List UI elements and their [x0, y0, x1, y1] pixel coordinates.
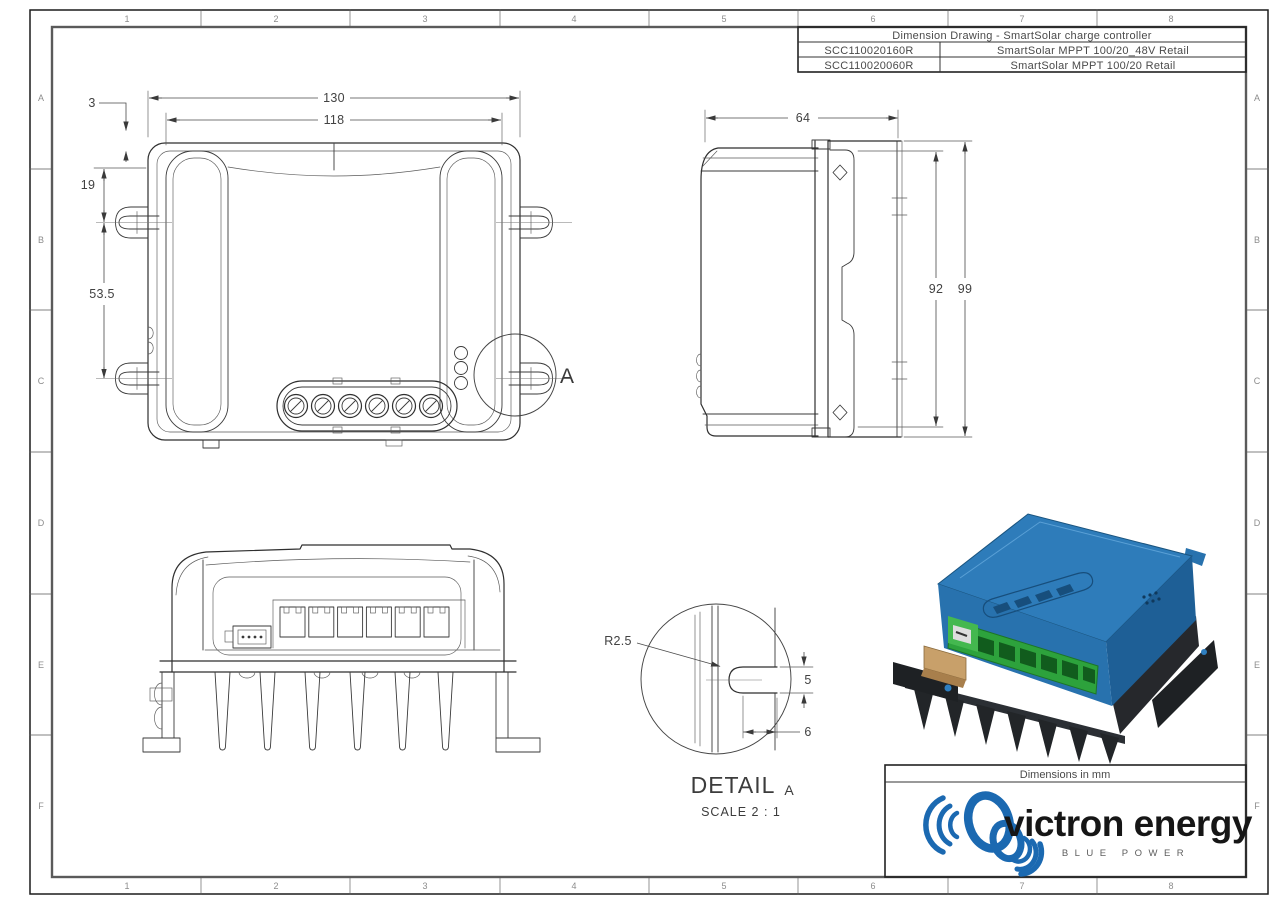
frame-row-label: F [1254, 801, 1260, 811]
frame-col-label: 1 [124, 14, 129, 24]
mounting-foot-left [142, 671, 181, 753]
dim-top-lid-width: 118 [165, 112, 503, 146]
dim-detail-slot-width: 5 [779, 652, 814, 708]
frame-col-label: 7 [1019, 14, 1024, 24]
top-view: A 130 118 3 [81, 90, 574, 449]
svg-text:5: 5 [804, 673, 811, 687]
title-block-code: SCC110020060R [824, 60, 913, 72]
frame-col-label: 4 [571, 14, 576, 24]
svg-text:53.5: 53.5 [89, 287, 115, 301]
frame-col-label: 5 [721, 881, 726, 891]
svg-text:64: 64 [796, 111, 811, 125]
brand-wordmark: victron energy [1004, 803, 1253, 844]
footer-block: Dimensions in mm victron energy BLUE POW… [884, 764, 1253, 878]
frame-col-label: 6 [870, 881, 875, 891]
mounting-flange-right [1152, 640, 1218, 728]
dim-detail-radius: R2.5 [604, 634, 721, 667]
frame-row-label: C [38, 376, 45, 386]
mounting-flange-left [893, 662, 958, 702]
detail-title-ref: A [784, 782, 794, 798]
dim-top-slot-pitch: 53.5 [89, 223, 115, 379]
frame-col-label: 3 [422, 881, 427, 891]
ve-direct-connector [224, 625, 272, 649]
dim-side-depth: 64 [704, 109, 899, 143]
frame-row-label: C [1254, 376, 1261, 386]
frame-col-label: 3 [422, 14, 427, 24]
dim-detail-slot-depth: 6 [742, 695, 811, 739]
brand-tagline: BLUE POWER [1062, 848, 1190, 859]
frame-grid: 1 2 3 4 5 6 7 8 1 2 3 4 5 6 7 8 A B C D … [29, 9, 1269, 895]
frame-col-label: 4 [571, 881, 576, 891]
terminal-openings [279, 606, 450, 638]
detail-view-a: R2.5 5 6 DETAIL A SCALE 2 : 1 [604, 603, 814, 819]
detail-a-boundary [473, 333, 557, 417]
title-block-name: SmartSolar MPPT 100/20_48V Retail [997, 45, 1189, 57]
frame-col-label: 2 [273, 14, 278, 24]
title-block-name: SmartSolar MPPT 100/20 Retail [1010, 60, 1175, 72]
top-vent-recess [982, 572, 1094, 618]
frame-col-label: 5 [721, 14, 726, 24]
frame-row-label: B [1254, 235, 1260, 245]
led-indicator [454, 346, 468, 360]
svg-text:130: 130 [323, 91, 345, 105]
dim-side-overall-height: 99 [903, 140, 973, 438]
frame-col-label: 1 [124, 881, 129, 891]
frame-row-label: B [38, 235, 44, 245]
victron-logo-mark [923, 791, 1045, 877]
dim-top-slot-offset: 19 [81, 167, 147, 222]
svg-text:92: 92 [929, 282, 944, 296]
side-view: 64 92 99 [696, 109, 973, 438]
led-indicator [454, 376, 468, 390]
detail-a-callout: A [560, 365, 574, 388]
frame-row-label: E [1254, 660, 1260, 670]
product-render [893, 513, 1218, 764]
title-block: Dimension Drawing - SmartSolar charge co… [797, 26, 1247, 73]
frame-col-label: 7 [1019, 881, 1024, 891]
svg-text:118: 118 [324, 113, 345, 127]
case-right-face [1106, 556, 1196, 706]
dim-side-bracket-height: 92 [857, 150, 944, 428]
frame-col-label: 8 [1168, 881, 1173, 891]
svg-text:99: 99 [958, 282, 973, 296]
led-dots [1142, 591, 1161, 605]
detail-scale: SCALE 2 : 1 [701, 805, 781, 819]
frame-row-label: D [38, 518, 45, 528]
svg-text:6: 6 [804, 725, 811, 739]
title-block-title: Dimension Drawing - SmartSolar charge co… [892, 30, 1152, 42]
units-note: Dimensions in mm [1020, 769, 1110, 781]
frame-row-label: F [38, 801, 44, 811]
frame-col-label: 2 [273, 881, 278, 891]
led-indicator [454, 361, 468, 375]
svg-text:R2.5: R2.5 [604, 634, 632, 648]
frame-col-label: 8 [1168, 14, 1173, 24]
title-block-code: SCC110020160R [824, 45, 913, 57]
detail-title: DETAIL [691, 772, 776, 798]
frame-row-label: E [38, 660, 44, 670]
dim-top-edge-gap: 3 [88, 96, 129, 162]
frame-col-label: 6 [870, 14, 875, 24]
dim-top-overall-width: 130 [147, 90, 521, 138]
mounting-foot-right [495, 671, 541, 753]
svg-text:19: 19 [81, 178, 96, 192]
frame-row-label: A [38, 93, 44, 103]
frame-row-label: D [1254, 518, 1261, 528]
frame-row-label: A [1254, 93, 1260, 103]
front-view [142, 544, 541, 753]
svg-text:3: 3 [88, 96, 95, 110]
